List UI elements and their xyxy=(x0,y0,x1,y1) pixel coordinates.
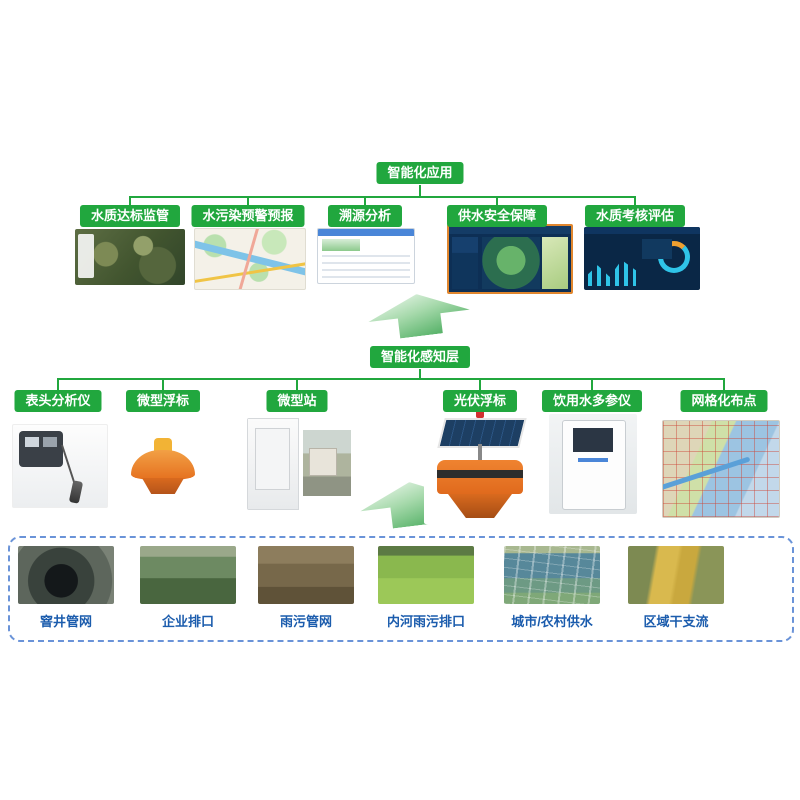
drinking-water-analyzer-image xyxy=(549,414,637,514)
water-supply-photo xyxy=(504,546,600,604)
source-label-water-supply: 城市/农村供水 xyxy=(511,614,593,629)
buoy-band xyxy=(437,470,523,478)
buoy-base xyxy=(142,478,184,494)
solar-buoy-image xyxy=(424,406,536,524)
probe-analyzer-image xyxy=(12,424,108,508)
perception-item-label-grid-layout: 网格化布点 xyxy=(680,390,768,413)
dashboard-title-bar xyxy=(584,227,700,234)
drain-pipe-photo xyxy=(258,546,354,604)
connector-line xyxy=(496,196,498,206)
connector-line xyxy=(57,378,59,391)
enterprise-outlet-photo xyxy=(140,546,236,604)
connector-line xyxy=(296,378,298,391)
connector-line xyxy=(479,378,481,391)
manhole-photo xyxy=(18,546,114,604)
sensor-probe xyxy=(68,480,84,504)
connector-line xyxy=(247,196,249,206)
source-label-enterprise-outlet: 企业排口 xyxy=(161,614,215,629)
source-label-river-basin: 区域干支流 xyxy=(643,614,709,629)
map-info-panel xyxy=(78,234,94,278)
buoy-skirt xyxy=(448,494,512,518)
source-label-river-outlet: 内河雨污排口 xyxy=(386,614,466,629)
grid-layout-map-image xyxy=(662,420,780,518)
app-item-label-water-quality-supervision: 水质达标监管 xyxy=(79,205,181,228)
river-outlet-photo xyxy=(378,546,474,604)
river-basin-photo xyxy=(628,546,724,604)
connector-line xyxy=(364,196,366,206)
mount-pole xyxy=(478,444,482,462)
connector-line xyxy=(419,369,421,378)
connector-line xyxy=(57,378,725,380)
app-item-label-supply-safety: 供水安全保障 xyxy=(446,205,548,228)
analyzer-screen xyxy=(573,428,613,452)
micro-buoy-image xyxy=(120,430,206,506)
perception-item-label-drinking-water-analyzer: 饮用水多参仪 xyxy=(541,390,643,413)
table-header-bar xyxy=(318,229,414,236)
solar-panel xyxy=(437,418,527,448)
micro-station-image xyxy=(247,418,351,510)
analyzer-logo xyxy=(578,458,608,462)
connector-line xyxy=(129,196,636,198)
source-label-manhole: 窨井管网 xyxy=(39,614,93,629)
perception-item-label-probe-analyzer: 表头分析仪 xyxy=(14,390,102,413)
app-layer-header: 智能化应用 xyxy=(376,162,464,185)
road-line xyxy=(195,261,305,284)
monitoring-dashboard-image xyxy=(447,224,573,294)
beacon-light xyxy=(476,408,484,418)
connector-line xyxy=(162,378,164,391)
buoy-cap xyxy=(154,438,172,452)
perception-item-label-micro-station: 微型站 xyxy=(266,390,328,413)
dashboard-left-panel xyxy=(452,237,478,289)
connector-line xyxy=(419,185,421,196)
outdoor-cabinet xyxy=(309,448,337,476)
bar-chart xyxy=(588,260,636,286)
app-item-label-pollution-warning: 水污染预警预报 xyxy=(191,205,305,228)
app-item-label-trace-analysis: 溯源分析 xyxy=(327,205,403,228)
dashboard-title-bar xyxy=(449,226,571,234)
connector-line xyxy=(723,378,725,391)
assessment-dashboard-image xyxy=(584,227,700,290)
display-screen xyxy=(43,437,57,447)
perception-item-label-solar-buoy: 光伏浮标 xyxy=(442,390,518,413)
connector-line xyxy=(129,196,131,206)
buoy-dome xyxy=(131,450,195,480)
dashboard-map xyxy=(482,237,540,289)
connector-line xyxy=(591,378,593,391)
satellite-map-image xyxy=(75,229,185,285)
app-item-label-assessment: 水质考核评估 xyxy=(584,205,686,228)
dashboard-right-map xyxy=(542,237,568,289)
connector-line xyxy=(634,196,636,206)
source-label-drain-pipe: 雨污管网 xyxy=(279,614,333,629)
mini-chart xyxy=(322,239,361,251)
perception-item-label-micro-buoy: 微型浮标 xyxy=(125,390,201,413)
display-screen xyxy=(25,437,39,447)
dashboard-panel xyxy=(642,239,672,259)
up-arrow-icon xyxy=(366,288,472,342)
analysis-table-image xyxy=(317,228,415,284)
city-gis-map-image xyxy=(194,228,306,290)
cabinet-door xyxy=(255,428,290,490)
perception-layer-header: 智能化感知层 xyxy=(369,346,471,369)
table-rows xyxy=(322,255,410,280)
